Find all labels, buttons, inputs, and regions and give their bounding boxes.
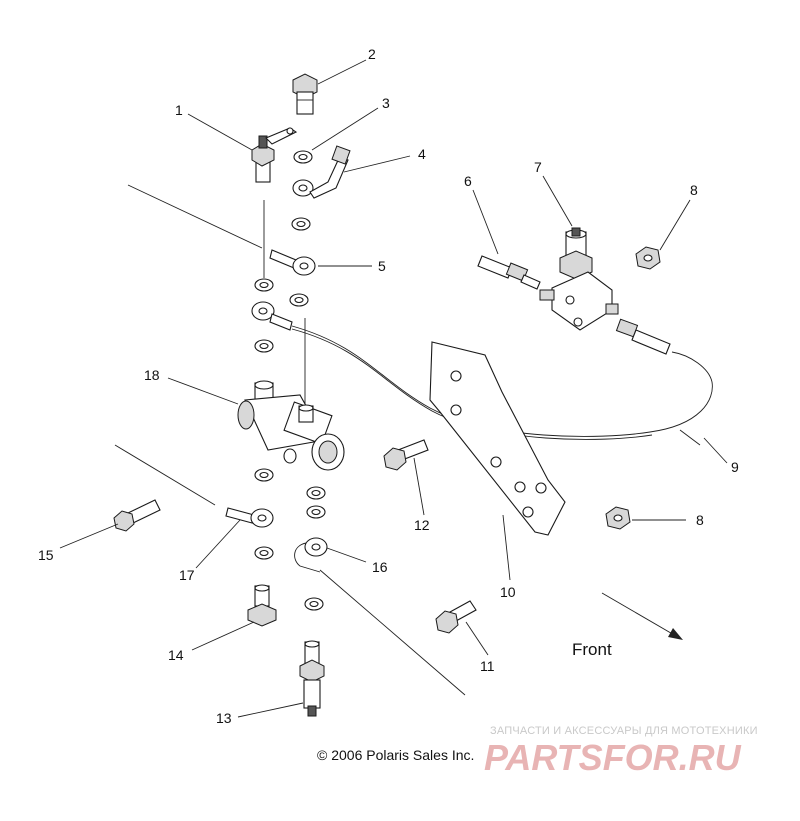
callout-4: 4 — [418, 146, 426, 162]
callout-7: 7 — [534, 159, 542, 175]
nut-8-right — [605, 506, 631, 530]
bolt-12 — [383, 439, 429, 471]
brake-lines — [114, 184, 713, 696]
front-arrow-icon — [668, 628, 683, 640]
watermark-subtitle: ЗАПЧАСТИ И АКСЕССУАРЫ ДЛЯ МОТОТЕХНИКИ — [490, 725, 758, 737]
callout-5: 5 — [378, 258, 386, 274]
callout-1: 1 — [175, 102, 183, 118]
junction-block-7 — [539, 227, 619, 331]
callout-8-top: 8 — [690, 182, 698, 198]
callout-16: 16 — [372, 559, 388, 575]
bolt-11 — [435, 600, 477, 634]
watermark-brand: PARTSFOR.RU — [484, 737, 742, 778]
callout-labels: 1 2 3 4 5 6 7 8 8 9 10 11 12 13 14 15 16… — [38, 46, 739, 726]
callout-10: 10 — [500, 584, 516, 600]
callout-6: 6 — [464, 173, 472, 189]
callout-8-right: 8 — [696, 512, 704, 528]
banjo-bolt-top — [292, 73, 318, 115]
callout-18: 18 — [144, 367, 160, 383]
watermark: ЗАПЧАСТИ И АКСЕССУАРЫ ДЛЯ МОТОТЕХНИКИ PA… — [484, 725, 758, 778]
brake-switch-13 — [299, 640, 325, 717]
copyright-text: © 2006 Polaris Sales Inc. — [317, 747, 474, 763]
hose-fitting-6 — [477, 255, 541, 290]
callout-12: 12 — [414, 517, 430, 533]
washer-3 — [293, 150, 313, 164]
washers — [254, 217, 326, 611]
callout-3: 3 — [382, 95, 390, 111]
callout-14: 14 — [168, 647, 184, 663]
leader-lines — [59, 59, 728, 718]
callout-9: 9 — [731, 459, 739, 475]
banjo-fitting-hose — [292, 145, 351, 199]
bleeder-valve — [251, 127, 298, 183]
mounting-bracket — [429, 341, 566, 536]
banjo-fitting-5 — [269, 249, 316, 276]
banjo-bolt-14 — [247, 584, 277, 627]
callout-13: 13 — [216, 710, 232, 726]
callout-17: 17 — [179, 567, 195, 583]
banjo-fitting-17 — [225, 507, 274, 528]
nut-8-top — [635, 246, 661, 270]
banjo-fitting-16 — [294, 537, 328, 573]
proportioning-valve — [237, 380, 345, 471]
front-label: Front — [572, 640, 612, 659]
bolt-15 — [113, 499, 161, 532]
brake-line-fitting-9 — [615, 318, 671, 355]
callout-15: 15 — [38, 547, 54, 563]
banjo-fitting-lower — [251, 301, 293, 331]
callout-2: 2 — [368, 46, 376, 62]
callout-11: 11 — [480, 658, 495, 674]
